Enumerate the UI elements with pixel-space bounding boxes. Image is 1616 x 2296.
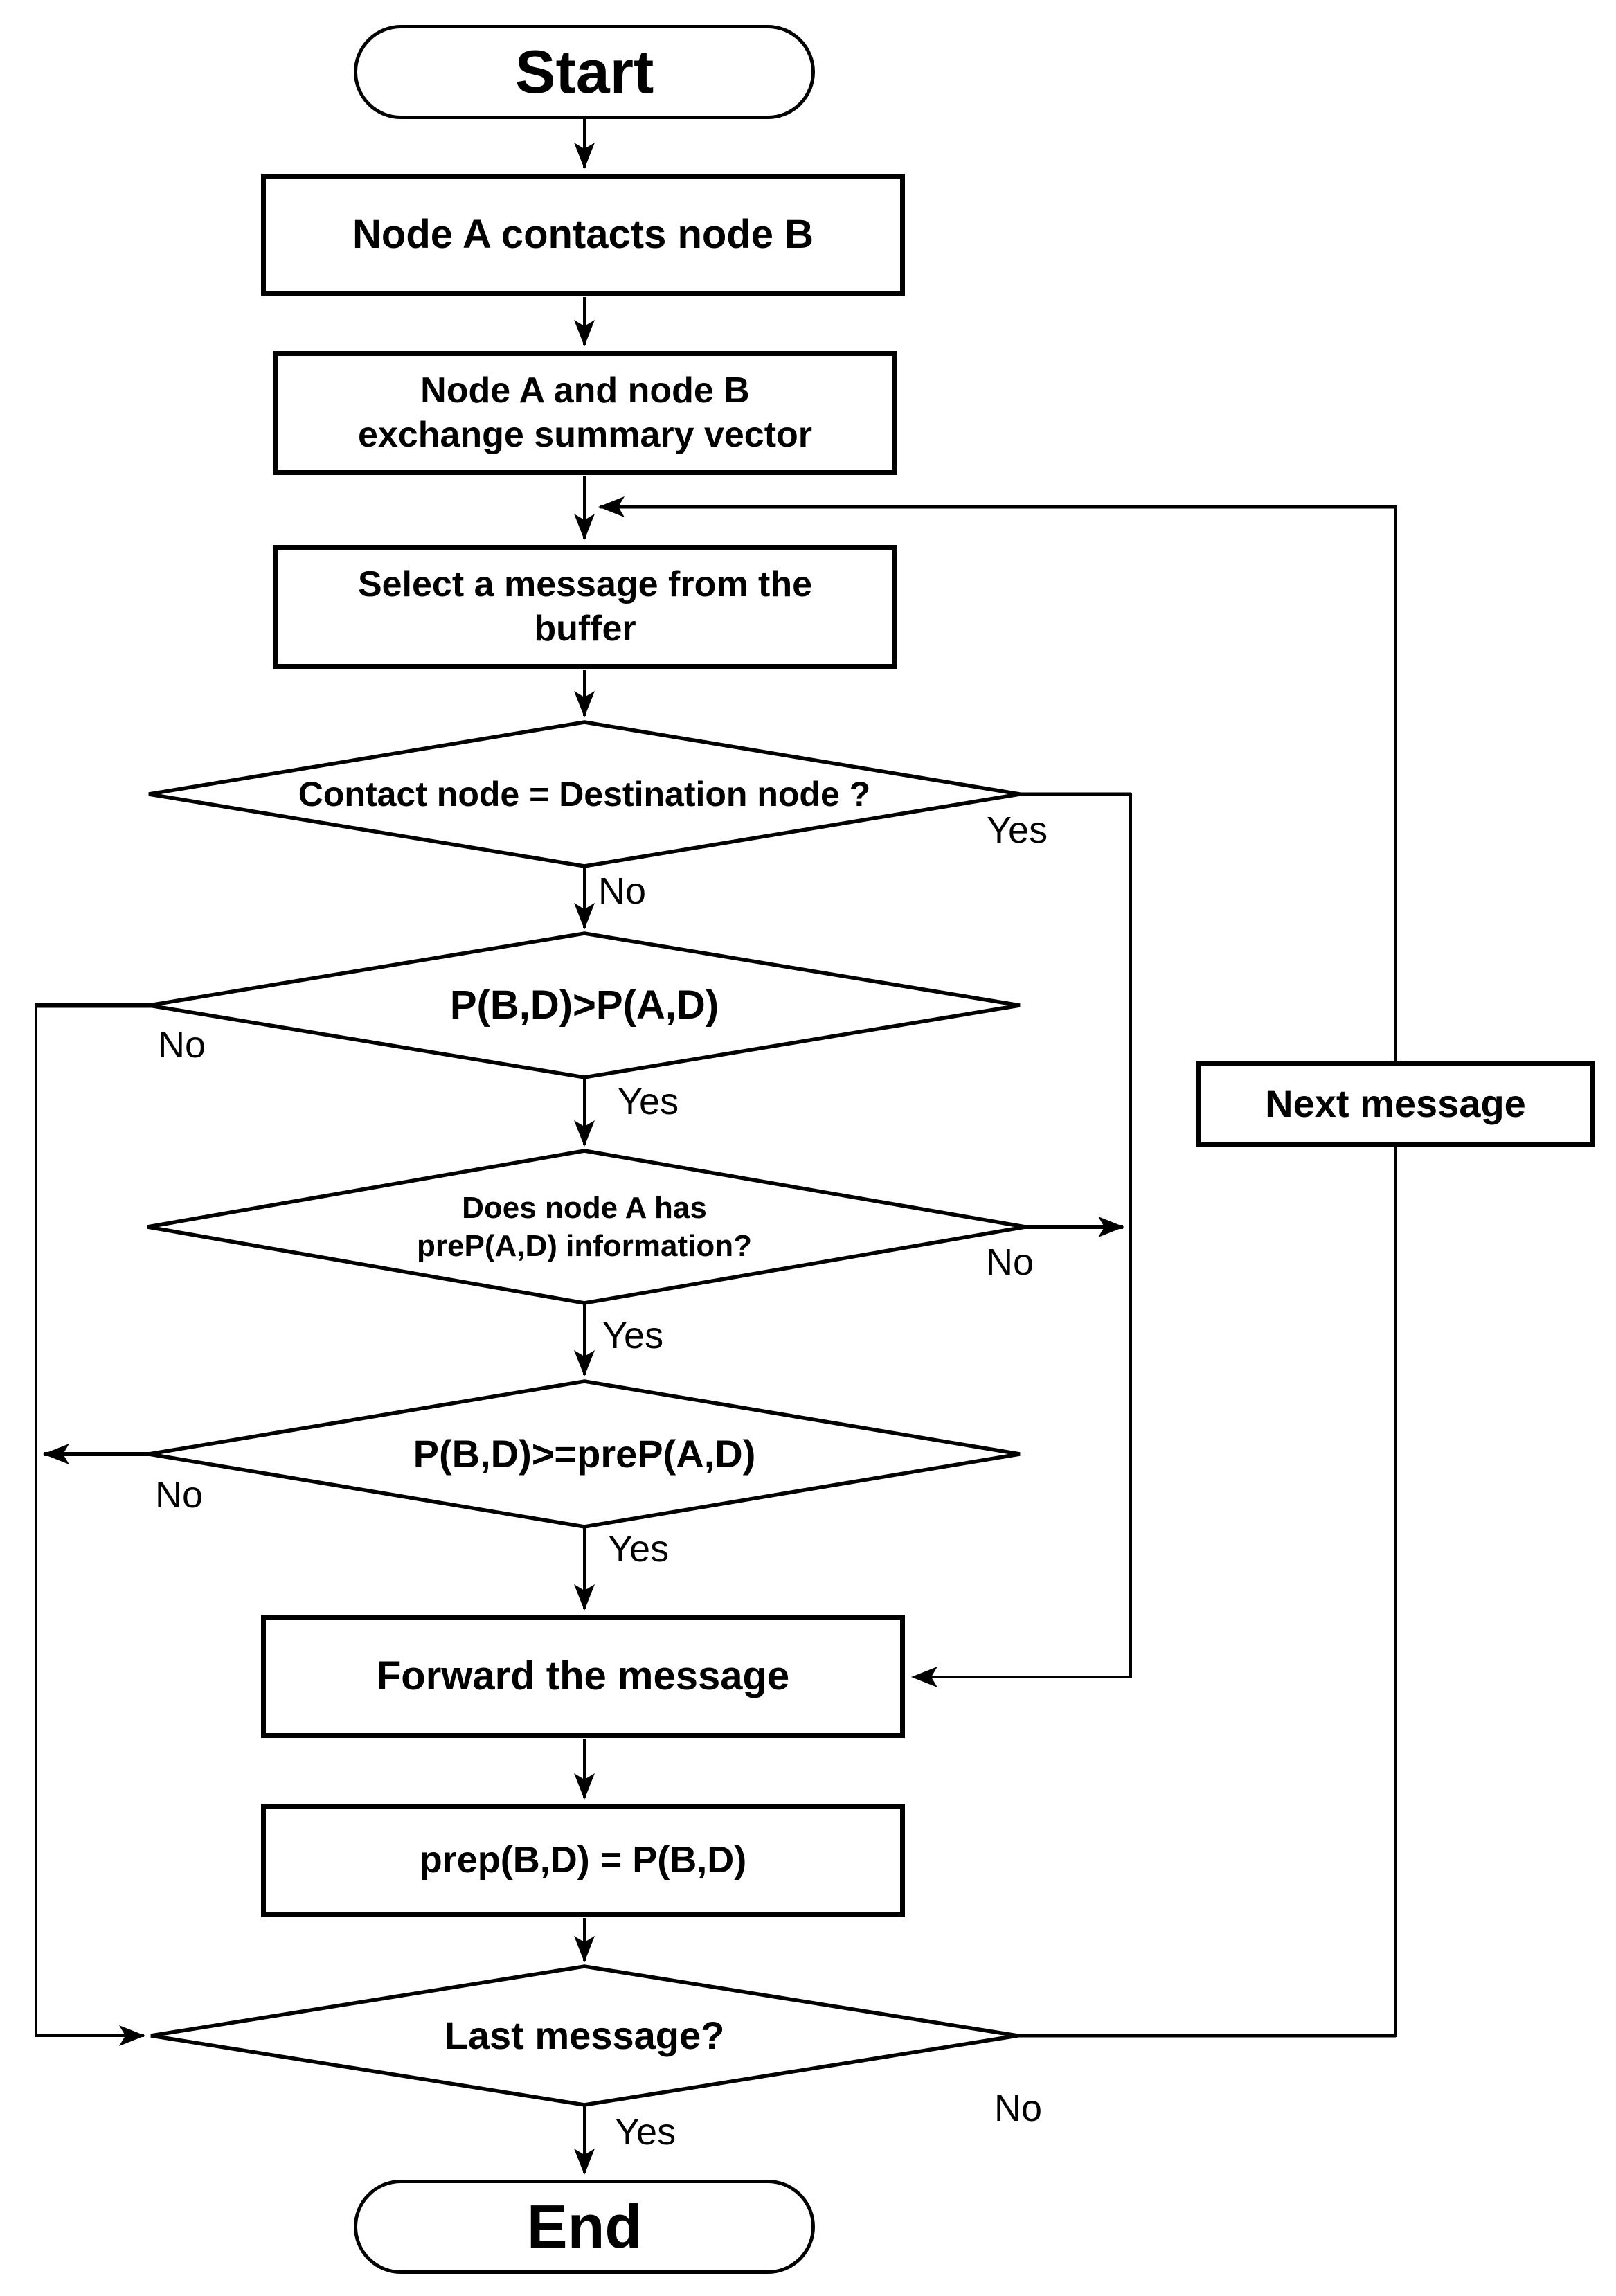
decision-prep-info-diamond [147,1149,1026,1305]
end-label: End [526,2192,643,2261]
edge-contact-yes-rail [911,793,1132,1687]
start-terminal: Start [354,25,815,119]
decision-contact-diamond [148,720,1021,868]
edge-label-p-yes: Yes [618,1081,679,1122]
process-forward: Forward the message [261,1615,905,1738]
edge-label-contact-yes: Yes [987,809,1048,851]
process-contact-label: Node A contacts node B [352,211,814,257]
edge-label-prep-info-yes: Yes [602,1315,664,1356]
edge-label-contact-no: No [598,870,647,912]
process-select-line2: buffer [534,608,636,649]
process-assign: prep(B,D) = P(B,D) [261,1804,905,1917]
edge-label-last-no: No [994,2088,1043,2129]
process-next-message: Next message [1196,1061,1595,1147]
end-terminal: End [354,2180,815,2274]
edge-label-prep-info-no: No [986,1241,1034,1283]
process-contact: Node A contacts node B [261,174,905,296]
process-next-message-label: Next message [1265,1081,1526,1125]
decision-p-diamond [148,931,1021,1079]
edge-label-p-no: No [158,1024,206,1066]
process-select-line1: Select a message from the [357,564,813,605]
start-label: Start [514,37,654,107]
decision-last-diamond [150,1964,1018,2107]
edge-left-rail [35,1003,145,2046]
process-exchange-line1: Node A and node B [420,370,750,411]
edge-label-prep-cmp-yes: Yes [608,1528,670,1570]
process-select: Select a message from the buffer [273,545,897,669]
decision-prep-cmp-diamond [148,1379,1021,1529]
process-exchange-line2: exchange summary vector [357,414,813,455]
process-forward-label: Forward the message [376,1653,790,1698]
edge-label-prep-cmp-no: No [155,1474,204,1516]
decision-shapes [147,720,1026,2107]
edge-label-last-yes: Yes [615,2111,676,2153]
process-assign-label: prep(B,D) = P(B,D) [419,1839,747,1881]
process-exchange: Node A and node B exchange summary vecto… [273,351,897,475]
flow-edges [35,119,1397,2175]
